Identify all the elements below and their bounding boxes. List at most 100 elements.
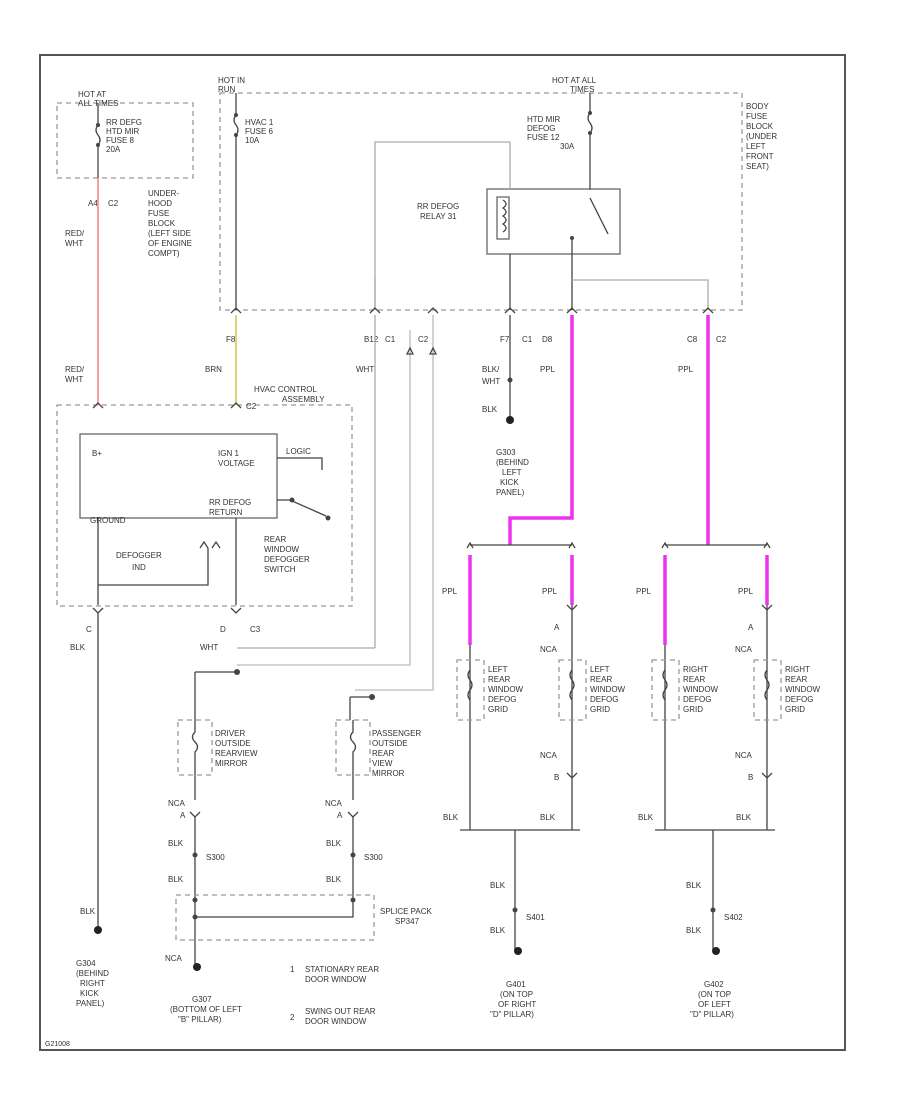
fuse-symbol-htd-mir — [587, 93, 593, 190]
conn-f7: F7 — [500, 335, 510, 344]
s300-left: S300 — [206, 853, 225, 862]
fuse-symbol-hvac — [233, 93, 239, 310]
wire-blk-wht-label: BLK/WHT — [482, 365, 500, 386]
ground-g304 — [94, 926, 102, 934]
ground-g401 — [514, 947, 522, 955]
conn-f8: F8 — [226, 335, 236, 344]
grid-column-3 — [651, 555, 680, 830]
grid-column-1 — [456, 555, 485, 830]
wire-wht-label-1: WHT — [356, 365, 374, 374]
logic-label: LOGIC — [286, 447, 311, 456]
ppl-label-6: PPL — [738, 587, 754, 596]
relay-switch — [589, 197, 609, 235]
conn-c1-b: C1 — [522, 335, 533, 344]
conn-a4: A4 — [88, 199, 98, 208]
s300-right: S300 — [364, 853, 383, 862]
nca-label-top-1: NCA — [540, 645, 558, 654]
ppl-label-5: PPL — [636, 587, 652, 596]
ground-g307 — [193, 963, 201, 971]
wire-blk-label-1: BLK — [482, 405, 498, 414]
s401: S401 — [526, 913, 545, 922]
wire-red-wht-label-2: RED/WHT — [65, 365, 85, 384]
ground-feeds — [514, 830, 714, 950]
a-label-1: A — [554, 623, 560, 632]
conn-c1-a: C1 — [385, 335, 396, 344]
g402-blk-2: BLK — [686, 926, 702, 935]
diagram-code: G21008 — [45, 1041, 70, 1048]
mirror-driver-element — [191, 720, 199, 800]
b-label-1: B — [554, 773, 559, 782]
pin-d: D — [220, 625, 226, 634]
nca-bottom: NCA — [165, 954, 183, 963]
g401-blk-2: BLK — [490, 926, 506, 935]
ground-lines — [97, 518, 209, 605]
wire-wht-label-2: WHT — [200, 643, 218, 652]
g401-blk-1: BLK — [490, 881, 506, 890]
mirror-blk-2: BLK — [326, 839, 342, 848]
nca-label-bottom-2: NCA — [735, 751, 753, 760]
ground-g303 — [506, 416, 514, 424]
body-fuse-block — [219, 92, 743, 311]
mirror-pass-element — [349, 720, 357, 800]
conn-b12: B12 — [364, 335, 379, 344]
relay-coil — [501, 199, 507, 233]
ppl-label-3: PPL — [442, 587, 458, 596]
conn-c3: C3 — [250, 625, 261, 634]
s402: S402 — [724, 913, 743, 922]
hvac-control-assembly — [56, 404, 353, 607]
wire-mirror-pass-feed — [355, 315, 434, 691]
wire-red-wht-label-1: RED/WHT — [65, 229, 85, 248]
grid-column-2 — [558, 555, 587, 830]
ground-label: GROUND — [90, 516, 126, 525]
hvac-control-inner — [79, 433, 278, 519]
grid-column-4 — [753, 555, 782, 830]
splice-line — [195, 900, 354, 918]
b-label-2: B — [748, 773, 753, 782]
ppl-label-1: PPL — [540, 365, 556, 374]
blk-left-label: BLK — [70, 643, 86, 652]
wire-brn-label: BRN — [205, 365, 222, 374]
nca-label-bottom-1: NCA — [540, 751, 558, 760]
fuse-symbol-left — [95, 103, 101, 178]
g402-blk-1: BLK — [686, 881, 702, 890]
blk-left-label-2: BLK — [80, 907, 96, 916]
blk-label-1: BLK — [443, 813, 459, 822]
rr-defog-relay — [486, 188, 621, 255]
ppl-label-2: PPL — [678, 365, 694, 374]
legend-2-num: 2 — [290, 1013, 295, 1022]
logic-line — [277, 457, 323, 470]
g307-label: G307(BOTTOM OF LEFT"B" PILLAR) — [170, 995, 242, 1024]
mirror-blk-3: BLK — [168, 875, 184, 884]
underhood-fuse-block — [56, 102, 194, 179]
ppl-label-4: PPL — [542, 587, 558, 596]
nca-label-top-2: NCA — [735, 645, 753, 654]
conn-c2-b: C2 — [418, 335, 429, 344]
conn-c8: C8 — [687, 335, 698, 344]
blk-label-4: BLK — [736, 813, 752, 822]
